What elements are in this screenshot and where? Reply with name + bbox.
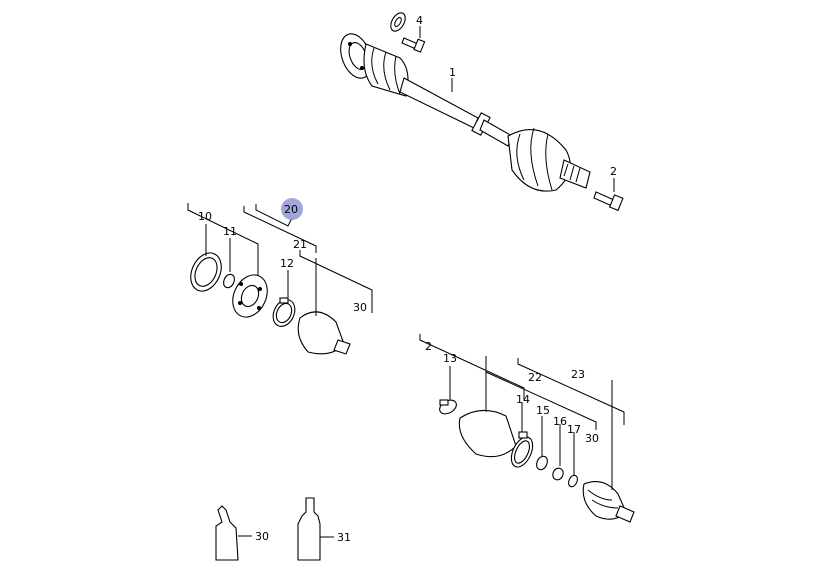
spacer-icon[interactable] [551, 466, 565, 481]
callout-21[interactable]: 21 [293, 238, 307, 251]
callout-labels: 1 4 2 10 11 20 21 12 30 2 13 22 23 14 15… [198, 14, 617, 544]
drive-shaft-icon[interactable] [335, 30, 591, 192]
joint-icon[interactable] [582, 481, 635, 523]
clamp-ring-icon[interactable] [507, 431, 537, 470]
callout-16[interactable]: 16 [553, 415, 567, 428]
clamp-icon[interactable] [437, 397, 459, 416]
callout-1[interactable]: 1 [449, 66, 456, 79]
callout-17[interactable]: 17 [567, 423, 581, 436]
callout-22[interactable]: 22 [528, 371, 542, 384]
boot-icon[interactable] [297, 311, 351, 355]
boot-icon[interactable] [458, 409, 517, 458]
circlip-icon[interactable] [388, 10, 408, 33]
callout-11[interactable]: 11 [223, 225, 237, 238]
callout-30-left[interactable]: 30 [353, 301, 367, 314]
highlight-marker [281, 198, 303, 220]
callout-30-tube[interactable]: 30 [255, 530, 269, 543]
bolt-icon[interactable] [593, 191, 624, 212]
callout-2-top[interactable]: 2 [610, 165, 617, 178]
circlip-icon[interactable] [535, 455, 550, 472]
circlip-icon[interactable] [222, 273, 237, 290]
bottle-icon[interactable] [297, 497, 321, 561]
clamp-ring-icon[interactable] [185, 248, 227, 296]
joint-icon[interactable] [226, 269, 274, 322]
callout-23[interactable]: 23 [571, 368, 585, 381]
clamp-icon[interactable] [269, 296, 299, 330]
callout-20[interactable]: 20 [284, 203, 298, 216]
callout-15[interactable]: 15 [536, 404, 550, 417]
circlip-icon[interactable] [567, 474, 579, 488]
callout-4[interactable]: 4 [416, 14, 423, 27]
callout-14[interactable]: 14 [516, 393, 530, 406]
callout-13[interactable]: 13 [443, 352, 457, 365]
callout-12[interactable]: 12 [280, 257, 294, 270]
callout-31[interactable]: 31 [337, 531, 351, 544]
callout-2-bottom[interactable]: 2 [425, 340, 432, 353]
bolt-icon[interactable] [401, 37, 426, 53]
callout-30-right[interactable]: 30 [585, 432, 599, 445]
callout-10[interactable]: 10 [198, 210, 212, 223]
leader-lines [187, 26, 625, 538]
grease-tube-icon[interactable] [215, 505, 239, 561]
